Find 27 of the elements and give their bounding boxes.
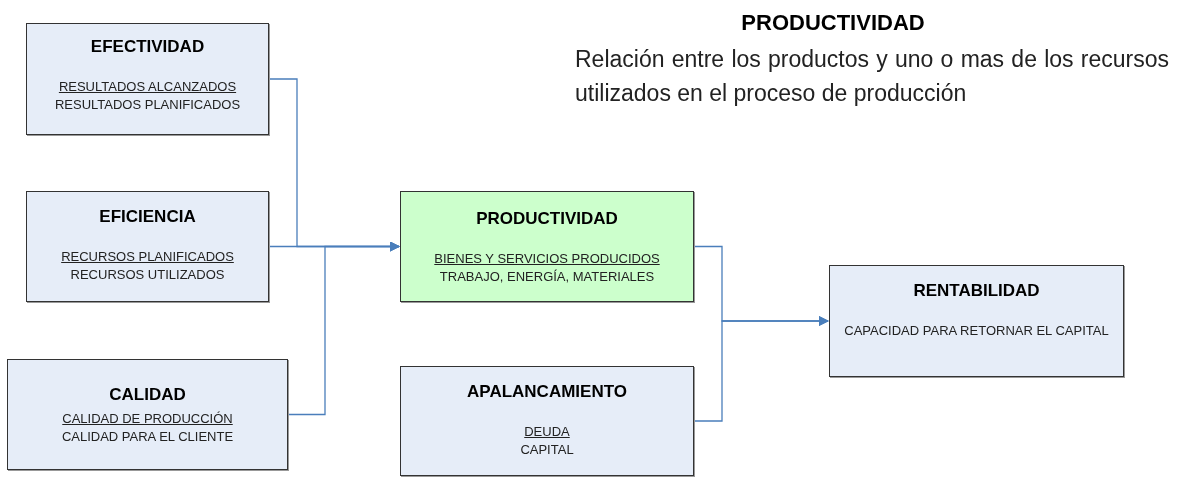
diagram-title: PRODUCTIVIDAD bbox=[740, 9, 926, 37]
box-text: TRABAJO, ENERGÍA, MATERIALES bbox=[438, 267, 656, 286]
concept-box bbox=[26, 23, 269, 135]
connector-arrow bbox=[287, 241, 400, 416]
box-heading: RENTABILIDAD bbox=[913, 280, 1040, 302]
concept-box bbox=[400, 366, 694, 476]
concept-box bbox=[400, 191, 694, 302]
box-text: CALIDAD DE PRODUCCIÓN bbox=[61, 409, 234, 428]
concept-box bbox=[829, 265, 1124, 377]
box-heading: EFECTIVIDAD bbox=[90, 36, 205, 58]
box-text: RESULTADOS PLANIFICADOS bbox=[53, 95, 242, 114]
box-text: RESULTADOS ALCANZADOS bbox=[57, 77, 238, 96]
definition-text: Relación entre los productos y uno o mas de los recursos utilizados en el proceso de producción bbox=[575, 45, 1169, 108]
box-text: BIENES Y SERVICIOS PRODUCIDOS bbox=[433, 249, 661, 268]
concept-box bbox=[26, 191, 269, 302]
box-text: CAPITAL bbox=[519, 440, 575, 459]
box-text: RECURSOS UTILIZADOS bbox=[69, 265, 226, 284]
box-text: RECURSOS PLANIFICADOS bbox=[60, 247, 235, 266]
box-heading: EFICIENCIA bbox=[99, 206, 196, 228]
concept-box bbox=[7, 359, 288, 470]
box-text: CAPACIDAD PARA RETORNAR EL CAPITAL bbox=[843, 321, 1110, 340]
box-heading: CALIDAD bbox=[109, 384, 186, 406]
connector-arrow bbox=[693, 316, 829, 422]
box-text: DEUDA bbox=[523, 422, 571, 441]
box-heading: APALANCAMIENTO bbox=[467, 381, 627, 403]
box-heading: PRODUCTIVIDAD bbox=[476, 208, 618, 230]
box-text: CALIDAD PARA EL CLIENTE bbox=[60, 427, 235, 446]
